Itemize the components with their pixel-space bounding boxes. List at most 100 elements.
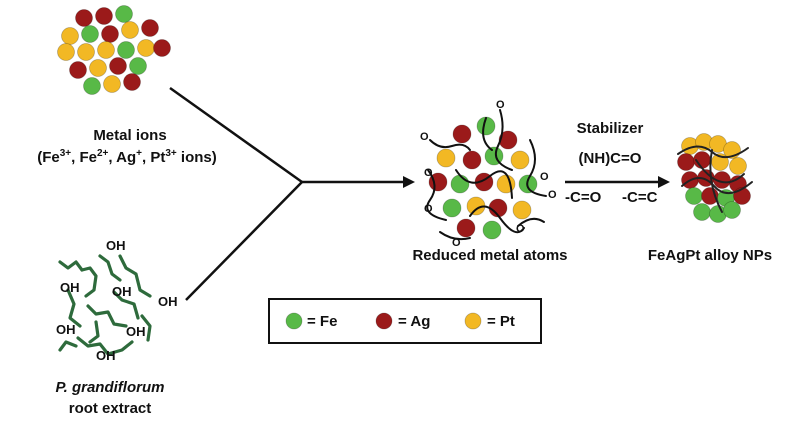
carbonyl-oxygen-label: O bbox=[452, 237, 461, 249]
carbonyl-oxygen-label: O bbox=[424, 203, 433, 215]
formula-part-fe2: , Fe bbox=[71, 149, 97, 166]
stabilizer-group-amide: (NH)C=O bbox=[578, 150, 642, 167]
fe-ion-dot bbox=[115, 5, 133, 23]
carbonyl-oxygen-label: O bbox=[540, 171, 549, 183]
ag-ion-dot bbox=[153, 39, 171, 57]
pt-ion-dot bbox=[121, 21, 139, 39]
pt-ion-dot bbox=[137, 39, 155, 57]
stabilizer-chain bbox=[426, 169, 447, 221]
metal-ions-cluster bbox=[57, 5, 171, 95]
carbonyl-oxygen-label: O bbox=[424, 167, 433, 179]
stabilizer-group-alkene: -C=C bbox=[622, 189, 658, 206]
capping-ligand bbox=[681, 177, 753, 194]
formula-sup-pt: 3+ bbox=[165, 148, 177, 159]
pt-ion-dot bbox=[103, 75, 121, 93]
extract-chain-segment bbox=[98, 254, 122, 282]
ag-atom-dot bbox=[452, 124, 472, 144]
ag-ion-dot bbox=[101, 25, 119, 43]
carbonyl-oxygen-label: O bbox=[496, 99, 505, 111]
hydroxyl-group-label: OH bbox=[112, 284, 132, 299]
hydroxyl-group-label: OH bbox=[158, 294, 178, 309]
hydroxyl-group-label: OH bbox=[60, 280, 80, 295]
extract-chain-segment bbox=[86, 304, 128, 328]
fe-atom-dot bbox=[482, 220, 502, 240]
capping-ligand bbox=[695, 159, 745, 184]
legend-markers bbox=[285, 312, 482, 330]
formula-sup-ag: + bbox=[136, 148, 143, 159]
legend-label-fe: = Fe bbox=[307, 313, 338, 330]
hydroxyl-group-label: OH bbox=[106, 238, 126, 253]
pt-ion-dot bbox=[97, 41, 115, 59]
pt-ion-dot bbox=[61, 27, 79, 45]
stabilizer-chain bbox=[526, 139, 547, 197]
extract-chain-segment bbox=[58, 340, 78, 352]
legend-box bbox=[268, 298, 542, 344]
legend-ag-marker bbox=[375, 312, 393, 330]
formula-part-ions: ions) bbox=[176, 149, 217, 166]
reduced-atoms-label: Reduced metal atoms bbox=[412, 247, 568, 264]
pt-atom-dot bbox=[512, 200, 532, 220]
ag-ion-dot bbox=[123, 73, 141, 91]
fe-np-atom-dot bbox=[723, 201, 741, 219]
root-extract-molecule: OH OH OH OH OH OH OH bbox=[56, 238, 178, 363]
hydroxyl-group-label: OH bbox=[56, 322, 76, 337]
formula-part-pt: , Pt bbox=[142, 149, 166, 166]
legend-label-pt: = Pt bbox=[487, 313, 515, 330]
stabilizer-chain bbox=[517, 217, 545, 227]
connector-line-bottom bbox=[185, 181, 303, 301]
fe-atom-dot bbox=[450, 174, 470, 194]
ag-ion-dot bbox=[95, 7, 113, 25]
legend-label-ag: = Ag bbox=[398, 313, 431, 330]
extract-label: root extract bbox=[68, 400, 152, 417]
extract-chain-segment bbox=[88, 320, 100, 344]
pt-ion-dot bbox=[77, 43, 95, 61]
main-arrow-head bbox=[403, 176, 415, 188]
ag-ion-dot bbox=[141, 19, 159, 37]
extract-chain-segment bbox=[58, 260, 84, 272]
product-arrow-head bbox=[658, 176, 670, 188]
ag-ion-dot bbox=[69, 61, 87, 79]
fe-ion-dot bbox=[81, 25, 99, 43]
fe-np-atom-dot bbox=[693, 203, 711, 221]
extract-chain-segment bbox=[112, 290, 140, 320]
stabilizer-group-carbonyl: -C=O bbox=[565, 189, 602, 206]
hydroxyl-group-label: OH bbox=[96, 348, 116, 363]
product-label: FeAgPt alloy NPs bbox=[647, 247, 773, 264]
extract-chain-segment bbox=[66, 288, 82, 328]
connector-line-top bbox=[169, 86, 303, 184]
pt-atom-dot bbox=[510, 150, 530, 170]
pt-ion-dot bbox=[57, 43, 75, 61]
extract-chain-segment bbox=[140, 314, 152, 342]
extract-chain-segment bbox=[80, 266, 98, 298]
ag-atom-dot bbox=[456, 218, 476, 238]
capping-ligand bbox=[709, 149, 723, 213]
stabilizer-chain bbox=[469, 205, 525, 234]
extract-chain-segment bbox=[118, 254, 152, 298]
extract-chain-segment bbox=[76, 336, 134, 356]
ag-ion-dot bbox=[109, 57, 127, 75]
ag-np-atom-dot bbox=[677, 153, 695, 171]
fe-atom-dot bbox=[442, 198, 462, 218]
hydroxyl-group-label: OH bbox=[126, 324, 146, 339]
metal-ions-formula: (Fe3+, Fe2+, Ag+, Pt3+ ions) bbox=[2, 148, 252, 166]
alloy-nanoparticle bbox=[677, 133, 753, 223]
ag-atom-dot bbox=[498, 130, 518, 150]
extract-species: P. grandiflorum bbox=[55, 379, 165, 396]
pt-atom-dot bbox=[436, 148, 456, 168]
pt-ion-dot bbox=[89, 59, 107, 77]
ag-ion-dot bbox=[75, 9, 93, 27]
legend-fe-marker bbox=[285, 312, 303, 330]
carbonyl-oxygen-label: O bbox=[516, 223, 525, 235]
stabilizer-chain bbox=[494, 109, 513, 171]
stabilizer-chain bbox=[429, 139, 471, 151]
formula-sup-fe2: 2+ bbox=[96, 148, 109, 159]
stabilizer-title: Stabilizer bbox=[576, 120, 644, 137]
fe-ion-dot bbox=[129, 57, 147, 75]
metal-ions-title: Metal ions bbox=[93, 127, 167, 144]
stabilizer-chain bbox=[482, 117, 493, 151]
ag-atom-dot bbox=[462, 150, 482, 170]
carbonyl-oxygen-label: O bbox=[420, 131, 429, 143]
stabilizer-chain bbox=[439, 231, 471, 241]
legend-pt-marker bbox=[464, 312, 482, 330]
